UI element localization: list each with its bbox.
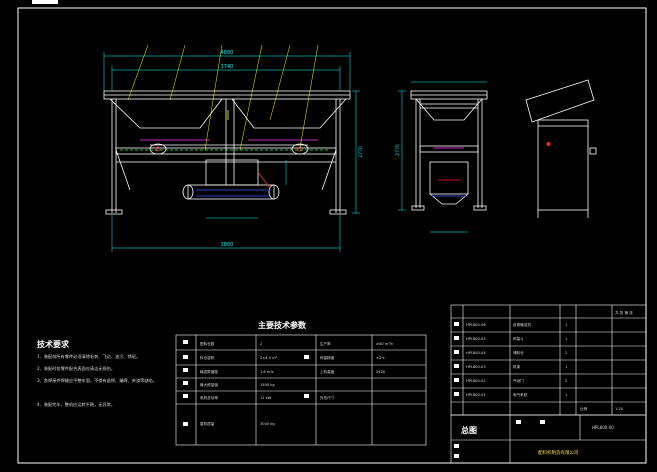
dim-front-inner: 3740 <box>221 64 234 70</box>
bom-code: HPL800-06 <box>466 323 486 327</box>
bom-cells: HPL800-06 皮带输送机 1 HPL800-05 称量斗 1 HPL800… <box>466 310 633 411</box>
assembly-drawing-label: 总图 <box>461 426 477 435</box>
side-view-details <box>432 147 466 197</box>
param-label: 料仓容积 <box>200 355 215 360</box>
param-value: 1.6 m/s <box>260 370 274 374</box>
bom-name: 机架 <box>513 364 521 369</box>
weigh-conveyor <box>187 184 275 200</box>
bom-table <box>450 304 647 416</box>
param-sub-label: 生产率 <box>320 341 331 346</box>
param-value: 3000 kg <box>260 422 275 426</box>
param-value: 2 <box>260 342 262 346</box>
tech-requirement-line: 4、装配完毕，整机应运转平稳，无异常。 <box>37 402 116 407</box>
tech-params-cells: 配料仓数 2 生产率 ≥40 m³/h 料仓容积 2×4.5 m³ 称量精度 ±… <box>200 341 393 426</box>
tech-params-row-markers <box>183 340 309 426</box>
bom-qty: 2 <box>565 351 567 355</box>
bom-name: 皮带输送机 <box>513 322 531 327</box>
tech-requirement-line: 1、装配前所有零件必须清除毛刺、飞边、油污、锈斑。 <box>37 354 141 359</box>
bom-name: 气动门 <box>513 378 524 383</box>
bom-qty: 1 <box>565 365 567 369</box>
front-view <box>103 90 351 215</box>
bom-qty: 1 <box>565 337 567 341</box>
bom-qty: 1 <box>565 393 567 397</box>
param-label: 电机总功率 <box>200 395 218 400</box>
side-view-dimensions <box>398 81 487 233</box>
front-view-dimensions <box>103 52 360 252</box>
dim-side-height: 2770 <box>395 144 401 156</box>
front-view-leaders <box>127 44 319 151</box>
param-sub-value: ±2% <box>376 356 385 360</box>
title-block-markers <box>454 420 545 458</box>
sheet-info: 共 张 第 张 <box>615 310 633 315</box>
param-label: 最大称量值 <box>200 382 218 387</box>
bom-code: HPL800-03 <box>466 365 486 369</box>
drawing-number: HPL800-00 <box>592 425 614 430</box>
bom-name: 称量斗 <box>513 336 524 341</box>
tech-requirement-line: 2、装配时各零件配合表面应清洁无损伤。 <box>37 366 116 371</box>
control-cabinet-view <box>525 79 597 218</box>
bom-name: 电气系统 <box>513 392 528 397</box>
param-sub-label: 上料高度 <box>320 369 335 374</box>
param-sub-value: ≥40 m³/h <box>376 342 393 346</box>
tech-requirements-title: 技术要求 <box>37 340 69 349</box>
param-value: 1500 kg <box>260 383 275 387</box>
cabinet-indicator <box>547 142 550 146</box>
title-block <box>450 414 647 464</box>
scale-label: 比例 <box>580 406 588 411</box>
bom-name: 储料仓 <box>513 350 524 355</box>
param-sub-label: 称量精度 <box>320 355 335 360</box>
tech-requirement-line: 3、各焊接件焊缝应平整牢固，不得有虚焊、漏焊、夹渣等缺陷。 <box>37 378 157 383</box>
param-value: 11 kW <box>260 396 272 400</box>
bom-code: HPL800-01 <box>466 393 486 397</box>
param-sub-label: 外形尺寸 <box>320 395 335 400</box>
tech-params-title: 主要技术参数 <box>258 321 306 330</box>
cabinet-lid <box>525 79 595 123</box>
side-view <box>410 90 488 211</box>
param-label: 输送带速度 <box>200 369 218 374</box>
cabinet-body <box>537 119 589 211</box>
bom-code: HPL800-04 <box>466 351 486 355</box>
bom-row-markers <box>454 322 459 396</box>
dim-front-height: 2770 <box>358 146 364 158</box>
param-value: 2×4.5 m³ <box>260 356 278 360</box>
bom-code: HPL800-05 <box>466 337 486 341</box>
company-name: 配料机制造有限公司 <box>538 451 579 456</box>
tech-params-table <box>175 334 427 446</box>
hopper-left-slope <box>109 98 223 129</box>
param-sub-value: 2400 <box>376 370 386 374</box>
bom-qty: 2 <box>565 379 567 383</box>
bom-qty: 1 <box>565 323 567 327</box>
drawing-title-tab <box>32 0 58 4</box>
front-view-details <box>120 110 330 197</box>
scale-value: 1:20 <box>615 407 624 411</box>
dim-front-overall: 4800 <box>221 50 234 56</box>
param-label: 整机质量 <box>200 421 215 426</box>
param-label: 配料仓数 <box>200 341 215 346</box>
bom-code: HPL800-02 <box>466 379 486 383</box>
drawing-frame-outer <box>17 7 647 464</box>
dim-front-bottom: 3800 <box>221 242 234 248</box>
hopper-right-slope <box>231 98 347 129</box>
